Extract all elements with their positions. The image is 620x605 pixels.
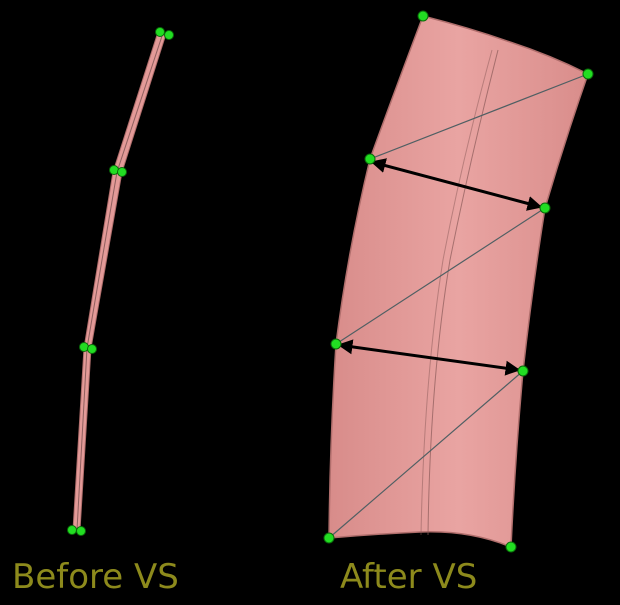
before-node xyxy=(67,525,77,535)
before-node xyxy=(117,167,127,177)
after-node xyxy=(364,153,376,165)
after-caption: After VS xyxy=(340,557,478,597)
before-strip-body xyxy=(72,31,167,531)
before-strip-wire xyxy=(86,171,118,349)
after-center-vessel xyxy=(427,49,499,536)
after-stretch-arrow xyxy=(370,158,543,211)
before-node xyxy=(87,344,97,354)
after-node xyxy=(323,532,335,544)
before-strip-wire xyxy=(116,32,164,173)
after-stretch-arrow xyxy=(337,339,521,376)
before-node xyxy=(76,526,86,536)
before-caption: Before VS xyxy=(12,557,179,597)
after-wire xyxy=(328,370,524,539)
after-wire xyxy=(335,207,546,345)
after-node xyxy=(582,68,594,80)
after-node xyxy=(417,10,429,22)
after-wire xyxy=(369,73,589,160)
before-strip-wire xyxy=(76,347,88,531)
after-strip-body xyxy=(328,15,589,549)
after-node xyxy=(505,541,517,553)
after-node xyxy=(330,338,342,350)
before-node xyxy=(164,30,174,40)
before-node xyxy=(155,27,165,37)
after-center-vessel xyxy=(420,49,493,536)
after-strip xyxy=(323,10,594,553)
after-node xyxy=(517,365,529,377)
before-strip xyxy=(67,27,174,536)
after-node xyxy=(539,202,551,214)
